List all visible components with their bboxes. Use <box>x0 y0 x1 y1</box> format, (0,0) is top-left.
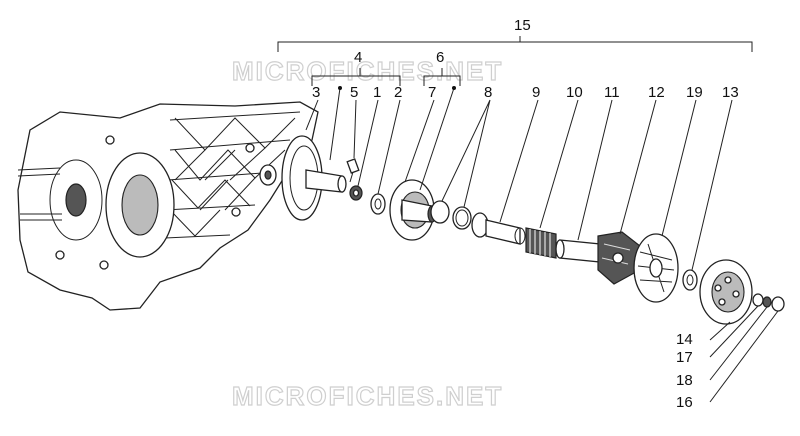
part-5-bolt <box>346 158 360 183</box>
label-15: 15 <box>514 17 531 34</box>
part-19-fan <box>633 233 679 303</box>
part-11-sleeve <box>555 239 601 263</box>
label-6: 6 <box>436 49 444 66</box>
label-2: 2 <box>394 84 402 101</box>
crankcase <box>17 101 319 311</box>
part-18-washer <box>762 296 772 308</box>
label-9: 9 <box>532 84 540 101</box>
callout-labels: 15 4 6 3 5 1 2 7 8 9 10 11 12 19 13 14 1… <box>312 17 739 411</box>
leader-lines <box>305 86 779 403</box>
label-16: 16 <box>676 394 693 411</box>
part-7-driven-pulley <box>389 179 437 241</box>
part-2-nut <box>370 193 386 215</box>
label-8: 8 <box>484 84 492 101</box>
label-3: 3 <box>312 84 320 101</box>
part-9-bushing <box>471 212 526 245</box>
label-11: 11 <box>604 84 620 101</box>
watermark-bottom: MICROFICHES.NET <box>232 381 503 411</box>
label-7: 7 <box>428 84 436 101</box>
bracket-4 <box>311 75 401 86</box>
label-19: 19 <box>686 84 703 101</box>
part-8-oring-a <box>430 200 450 224</box>
part-3-drive-pulley <box>281 135 347 221</box>
label-12: 12 <box>648 84 665 101</box>
label-13: 13 <box>722 84 739 101</box>
label-18: 18 <box>676 372 693 389</box>
label-10: 10 <box>566 84 583 101</box>
part-10-spring <box>525 227 557 259</box>
part-12-clutch-shoes <box>597 231 641 285</box>
bracket-15 <box>277 41 753 52</box>
part-14-clutch-bell <box>699 259 753 325</box>
label-17: 17 <box>676 349 693 366</box>
part-13-washer <box>682 269 698 291</box>
label-1: 1 <box>373 84 381 101</box>
label-5: 5 <box>350 84 358 101</box>
watermark-top: MICROFICHES.NET <box>232 56 503 86</box>
part-16-nut <box>771 296 785 312</box>
label-14: 14 <box>676 331 693 348</box>
part-17-washer <box>752 293 764 307</box>
label-4: 4 <box>354 49 362 66</box>
